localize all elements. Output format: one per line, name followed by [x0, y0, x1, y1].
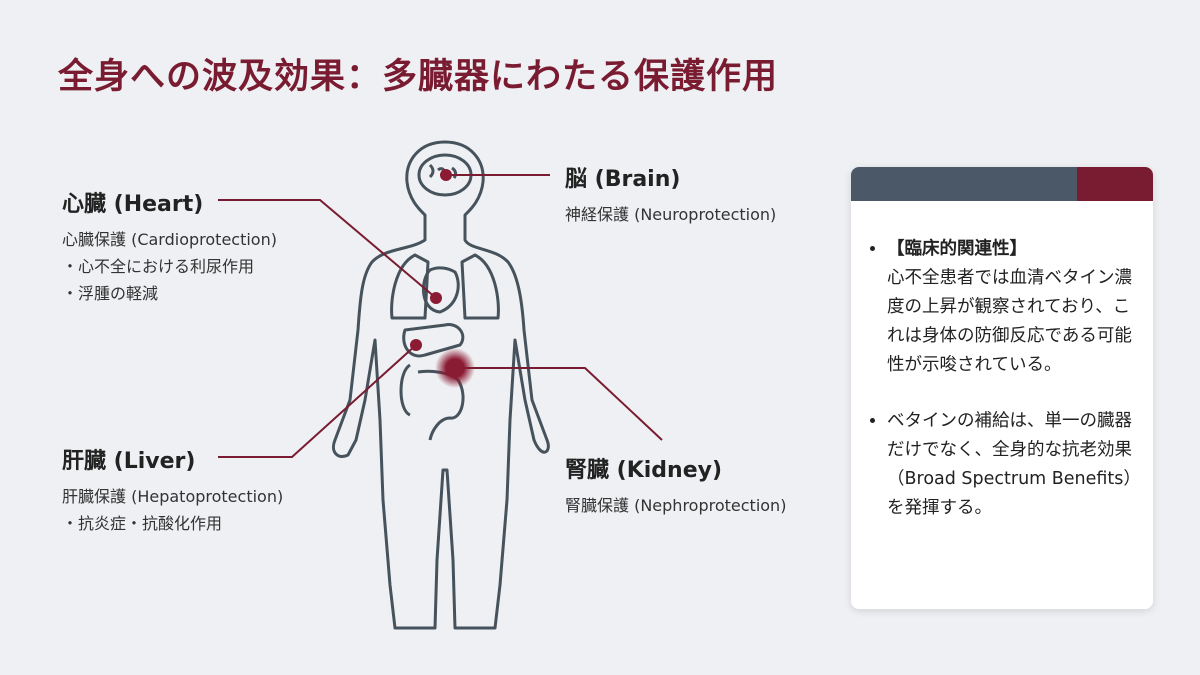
kidney-label-group: 腎臓 (Kidney) 腎臓保護 (Nephroprotection): [565, 452, 786, 519]
heart-label-group: 心臓 (Heart) 心臓保護 (Cardioprotection) ・心不全に…: [62, 186, 277, 307]
card-bullet-text: ベタインの補給は、単一の臓器だけでなく、全身的な抗老効果（Broad Spect…: [887, 411, 1133, 518]
card-bullet: ベタインの補給は、単一の臓器だけでなく、全身的な抗老効果（Broad Spect…: [887, 407, 1135, 523]
brain-label-group: 脳 (Brain) 神経保護 (Neuroprotection): [565, 161, 776, 228]
liver-title: 肝臓 (Liver): [62, 449, 196, 474]
brain-title: 脳 (Brain): [565, 167, 681, 192]
clinical-note-card: 【臨床的関連性】 心不全患者では血清ベタイン濃度の上昇が観察されており、これは身…: [851, 167, 1153, 609]
liver-marker-icon: [410, 339, 422, 351]
heart-bullet: ・浮腫の軽減: [62, 284, 159, 303]
leader-lines: [218, 174, 663, 458]
heart-bullet: ・心不全における利尿作用: [62, 257, 255, 276]
card-header-band: [851, 167, 1153, 201]
human-body-outline-icon: [332, 140, 550, 630]
heart-title: 心臓 (Heart): [62, 192, 204, 217]
liver-label-group: 肝臓 (Liver) 肝臓保護 (Hepatoprotection) ・抗炎症・…: [62, 443, 283, 537]
liver-effect: 肝臓保護 (Hepatoprotection): [62, 487, 284, 506]
brain-effect: 神経保護 (Neuroprotection): [565, 205, 777, 224]
kidney-marker-icon: [435, 348, 475, 388]
card-bullet-heading: 【臨床的関連性】: [887, 239, 1027, 259]
page-title: 全身への波及効果：多臓器にわたる保護作用: [58, 57, 779, 97]
card-bullets: 【臨床的関連性】 心不全患者では血清ベタイン濃度の上昇が観察されており、これは身…: [851, 201, 1153, 523]
kidney-effect: 腎臓保護 (Nephroprotection): [565, 496, 787, 515]
kidney-title: 腎臓 (Kidney): [565, 458, 723, 483]
liver-bullet: ・抗炎症・抗酸化作用: [62, 514, 223, 533]
card-bullet-text: 心不全患者では血清ベタイン濃度の上昇が観察されており、これは身体の防御反応である…: [887, 268, 1132, 375]
heart-marker-icon: [430, 292, 442, 304]
brain-marker-icon: [440, 169, 452, 181]
heart-effect: 心臓保護 (Cardioprotection): [62, 230, 277, 249]
card-bullet: 【臨床的関連性】 心不全患者では血清ベタイン濃度の上昇が観察されており、これは身…: [887, 235, 1135, 380]
